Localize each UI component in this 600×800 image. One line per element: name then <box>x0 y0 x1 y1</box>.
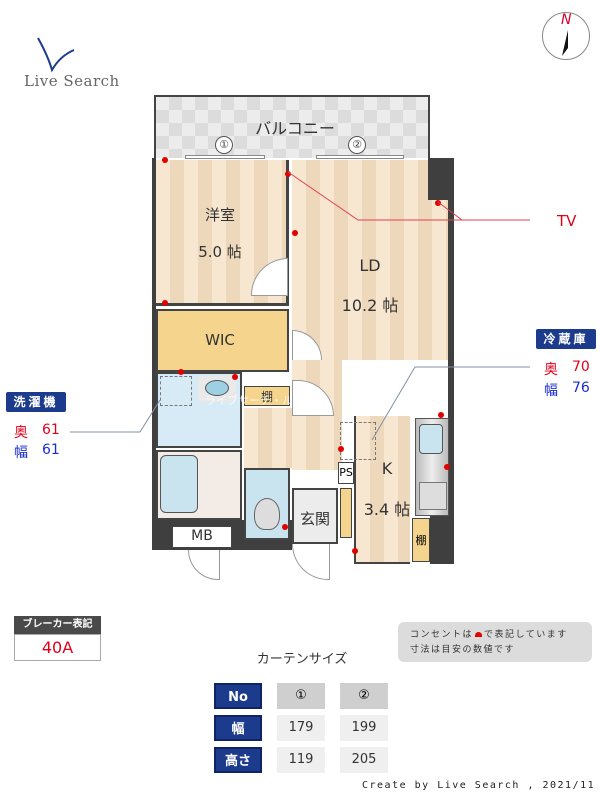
compass-needle-icon <box>562 30 568 56</box>
kitchen-name: K <box>381 459 393 478</box>
shelf-2: 棚 <box>412 518 430 562</box>
basin-icon <box>205 380 229 396</box>
notes-line-1: コンセントはで表記しています <box>410 628 580 643</box>
curtain-no-1: ① <box>277 683 325 709</box>
mb-label: MB <box>191 528 213 544</box>
window-1 <box>185 155 265 159</box>
mb-box <box>172 526 232 548</box>
washer-width-label: 幅 <box>14 445 28 461</box>
breaker-title: ブレーカー表記 <box>14 616 101 634</box>
compass-icon <box>542 12 590 60</box>
wall-pillar-top <box>428 158 454 200</box>
window-2-marker: ② <box>348 136 366 154</box>
shelf-1 <box>244 386 290 406</box>
outlet-icon <box>285 171 291 177</box>
wall-right <box>448 158 454 538</box>
outlet-legend-icon <box>475 632 483 637</box>
curtain-title: カーテンサイズ <box>256 652 348 667</box>
curtain-header-no: No <box>214 683 262 709</box>
curtain-width-1: 179 <box>277 715 325 741</box>
outlet-icon <box>444 464 450 470</box>
shelf-1-label: 棚 <box>260 390 273 404</box>
fridge-space <box>340 422 376 460</box>
notes-box: コンセントはで表記しています 寸法は目安の数値です <box>398 622 592 662</box>
western-room-size: 5.0 帖 <box>198 243 242 261</box>
fridge-depth: 70 <box>572 359 590 375</box>
curtain-height-2: 205 <box>340 747 388 773</box>
western-room-name: 洋室 <box>204 206 235 224</box>
curtain-width-2: 199 <box>340 715 388 741</box>
corridor <box>244 408 292 468</box>
curtain-header-height: 高さ <box>214 747 262 773</box>
fridge-title: 冷蔵庫 <box>536 329 596 349</box>
ld-name: LD <box>359 256 381 275</box>
ps-box: PS <box>338 462 354 484</box>
fridge-width: 76 <box>572 380 590 396</box>
stove-icon <box>419 482 447 510</box>
window-1-marker: ① <box>215 136 233 154</box>
wic <box>156 309 289 372</box>
fridge-depth-label: 奥 <box>544 362 558 378</box>
washer-title: 洗濯機 <box>6 392 66 412</box>
washer-depth: 61 <box>42 422 60 438</box>
washer-space <box>160 376 192 406</box>
entrance <box>292 488 338 544</box>
ld-room <box>292 160 448 360</box>
outlet-icon <box>338 446 344 452</box>
ld-size: 10.2 帖 <box>341 296 399 315</box>
fridge-width-label: 幅 <box>544 383 558 399</box>
kitchen <box>354 416 410 564</box>
balcony <box>154 95 430 158</box>
wic-label: WIC <box>205 331 235 349</box>
kitchen-size: 3.4 帖 <box>363 500 411 519</box>
breaker-value: 40A <box>14 634 101 661</box>
notes-line-1-pre: コンセントは <box>410 630 474 640</box>
wall-bottom-right <box>430 516 454 564</box>
notes-line-2: 寸法は目安の数値です <box>410 645 516 655</box>
curtain-height-1: 119 <box>277 747 325 773</box>
balcony-label: バルコニー <box>255 119 335 138</box>
notes-line-1-post: で表記しています <box>484 630 568 640</box>
outlet-icon <box>282 524 288 530</box>
credit-text: Create by Live Search , 2021/11 <box>362 780 596 791</box>
outlet-icon <box>435 200 441 206</box>
outlet-icon <box>232 374 238 380</box>
curtain-header-width: 幅 <box>214 715 262 741</box>
outlet-icon <box>162 157 168 163</box>
outlet-icon <box>352 548 358 554</box>
bathtub-icon <box>160 455 198 513</box>
brand-name: Live Search <box>24 72 120 90</box>
wall-left <box>152 158 156 548</box>
live-search-logo-icon <box>37 37 75 73</box>
tv-label: TV <box>557 212 577 230</box>
washer-depth-label: 奥 <box>14 425 28 441</box>
compass-north-label: N <box>561 12 572 28</box>
outlet-icon <box>162 300 168 306</box>
kitchen-sink-icon <box>419 424 443 454</box>
outlet-icon <box>178 369 184 375</box>
shoe-cabinet <box>340 488 352 538</box>
curtain-no-2: ② <box>340 683 388 709</box>
washer-width: 61 <box>42 442 60 458</box>
window-2 <box>316 155 404 159</box>
outlet-icon <box>292 230 298 236</box>
toilet-icon <box>254 498 280 530</box>
outlet-icon <box>438 412 444 418</box>
entrance-label: 玄関 <box>299 510 330 528</box>
